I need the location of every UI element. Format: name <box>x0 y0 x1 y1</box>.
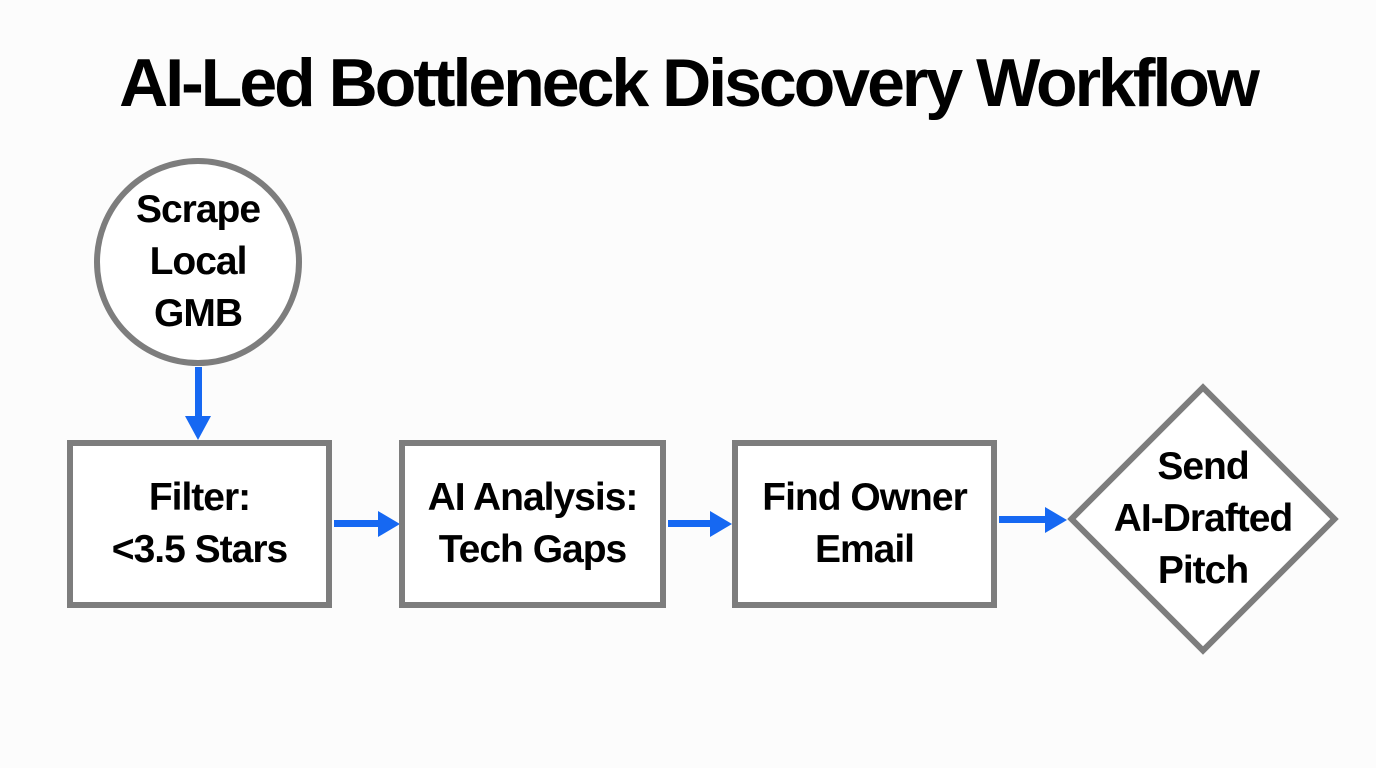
node-ai-analysis-label: AI Analysis: Tech Gaps <box>427 476 639 571</box>
node-filter-stars-label: Filter: <3.5 Stars <box>111 476 288 571</box>
node-find-owner-email-label: Find Owner Email <box>762 476 967 571</box>
edge-email-to-pitch-line <box>999 516 1047 523</box>
edge-analysis-to-email-line <box>668 520 712 527</box>
node-send-pitch-label: Send AI-Drafted Pitch <box>1113 445 1294 592</box>
diagram-title: AI-Led Bottleneck Discovery Workflow <box>119 45 1260 121</box>
arrow-right-icon <box>378 511 400 537</box>
edge-scrape-to-filter-line <box>195 367 202 417</box>
arrow-right-icon <box>710 511 732 537</box>
node-find-owner-email: Find Owner Email <box>732 440 997 608</box>
node-filter-stars: Filter: <3.5 Stars <box>67 440 332 608</box>
edge-filter-to-analysis-line <box>334 520 380 527</box>
node-send-pitch: Send AI-Drafted Pitch <box>1067 383 1339 655</box>
arrow-right-icon <box>1045 507 1067 533</box>
node-ai-analysis: AI Analysis: Tech Gaps <box>399 440 666 608</box>
arrow-down-icon <box>185 416 211 440</box>
node-scrape-local-gmb: Scrape Local GMB <box>94 158 302 366</box>
node-scrape-local-gmb-label: Scrape Local GMB <box>135 188 261 335</box>
